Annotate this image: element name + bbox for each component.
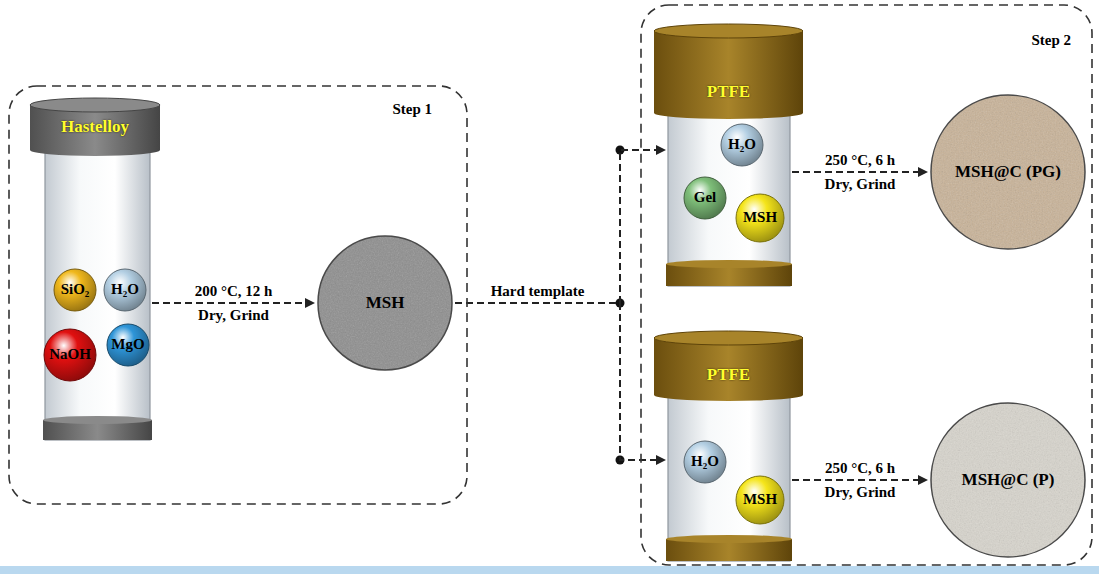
reagent-name: MSH [743, 491, 777, 508]
reagent-name: MgO [111, 336, 144, 353]
cap-top [654, 331, 803, 345]
treatment-label: Dry, Grind [198, 307, 269, 324]
powder-texture [930, 402, 1086, 558]
sphere [104, 269, 146, 311]
reagent-ball: NaOH [43, 328, 97, 382]
sphere [736, 476, 784, 524]
arrow-head [656, 455, 666, 465]
sphere [736, 194, 784, 242]
dashed-line [792, 479, 918, 481]
hastelloy-autoclave: HastelloySiO₂ H₂O NaOH MgO [28, 95, 162, 450]
dashed-line [152, 302, 305, 304]
reagent-name: SiO₂ [61, 281, 90, 298]
process-arrow [455, 145, 666, 303]
powder-disk [318, 236, 452, 370]
base-plate-top [666, 535, 792, 543]
reagent-name: H₂O [691, 453, 719, 470]
cap-side [654, 31, 803, 113]
arrow-head [918, 475, 928, 485]
vessel-name: PTFE [707, 82, 750, 102]
texture-rect [930, 402, 1086, 558]
product-name: MSH [366, 293, 405, 313]
arrow-head [918, 167, 928, 177]
reagent-ball: H₂O [683, 440, 727, 484]
cap-side [654, 338, 803, 395]
reagent-ball: MSH [735, 475, 785, 525]
dashed-line [455, 303, 656, 460]
ptfe-liner: PTFE H₂O GelMSH [652, 18, 805, 290]
texture-rect [930, 94, 1086, 250]
step-region: Step 2 PTFE H₂O GelMSH MSH@C (PG) PTFE H₂O MSH M… [640, 4, 1093, 566]
vessel-drawing [652, 325, 805, 565]
condition-label: 250 °C, 6 h [825, 152, 895, 169]
sphere [684, 177, 726, 219]
reagent-name: Gel [694, 189, 717, 206]
product-powder: MSH [317, 235, 453, 371]
step-title: Step 1 [392, 101, 432, 118]
reagent-name: MSH [743, 209, 777, 226]
treatment-label: Dry, Grind [825, 176, 896, 193]
product-powder: MSH@C (P) [930, 402, 1086, 558]
treatment-label: Dry, Grind [825, 484, 896, 501]
ptfe-liner: PTFE H₂O MSH [652, 325, 805, 565]
base-plate-top [43, 416, 152, 424]
condition-label: 250 °C, 6 h [825, 460, 895, 477]
sphere [107, 324, 149, 366]
reagent-ball: MSH [735, 193, 785, 243]
process-arrow [792, 475, 928, 485]
arrow-head [305, 298, 315, 308]
dashed-line [455, 150, 656, 303]
glass-body [45, 150, 150, 440]
reagent-ball: SiO₂ [53, 268, 97, 312]
powder-texture [930, 94, 1086, 250]
process-arrow [455, 303, 666, 465]
powder-texture [317, 235, 453, 371]
product-name: MSH@C (P) [962, 470, 1055, 490]
product-powder: MSH@C (PG) [930, 94, 1086, 250]
sphere [684, 441, 726, 483]
powder-outline [931, 95, 1085, 249]
vessel-drawing [28, 95, 162, 450]
process-arrow [792, 167, 928, 177]
condition-label: Hard template [491, 283, 585, 300]
sphere [721, 124, 763, 166]
base-plate-top [666, 260, 792, 268]
step-title: Step 2 [1031, 32, 1071, 49]
powder-outline [318, 236, 452, 370]
dashed-outline [641, 5, 1092, 565]
powder-disk [931, 403, 1085, 557]
powder-disk [931, 95, 1085, 249]
cap-top [654, 24, 803, 38]
reagent-name: H₂O [728, 136, 756, 153]
arrow-head [656, 145, 666, 155]
dashed-outline [9, 86, 467, 504]
texture-rect [317, 235, 453, 371]
reagent-ball: MgO [106, 323, 150, 367]
powder-outline [931, 403, 1085, 557]
vessel-name: Hastelloy [61, 117, 129, 137]
cap-top [30, 98, 160, 112]
bottom-band [0, 566, 1099, 574]
reagent-name: NaOH [49, 346, 91, 363]
dashed-line [792, 171, 918, 173]
condition-label: 200 °C, 12 h [195, 283, 273, 300]
process-arrow [152, 298, 315, 308]
sphere [44, 329, 96, 381]
reagent-ball: Gel [683, 176, 727, 220]
product-name: MSH@C (PG) [955, 162, 1061, 182]
sphere [54, 269, 96, 311]
reagent-ball: H₂O [103, 268, 147, 312]
vessel-name: PTFE [707, 365, 750, 385]
reagent-ball: H₂O [720, 123, 764, 167]
reagent-name: H₂O [111, 281, 139, 298]
